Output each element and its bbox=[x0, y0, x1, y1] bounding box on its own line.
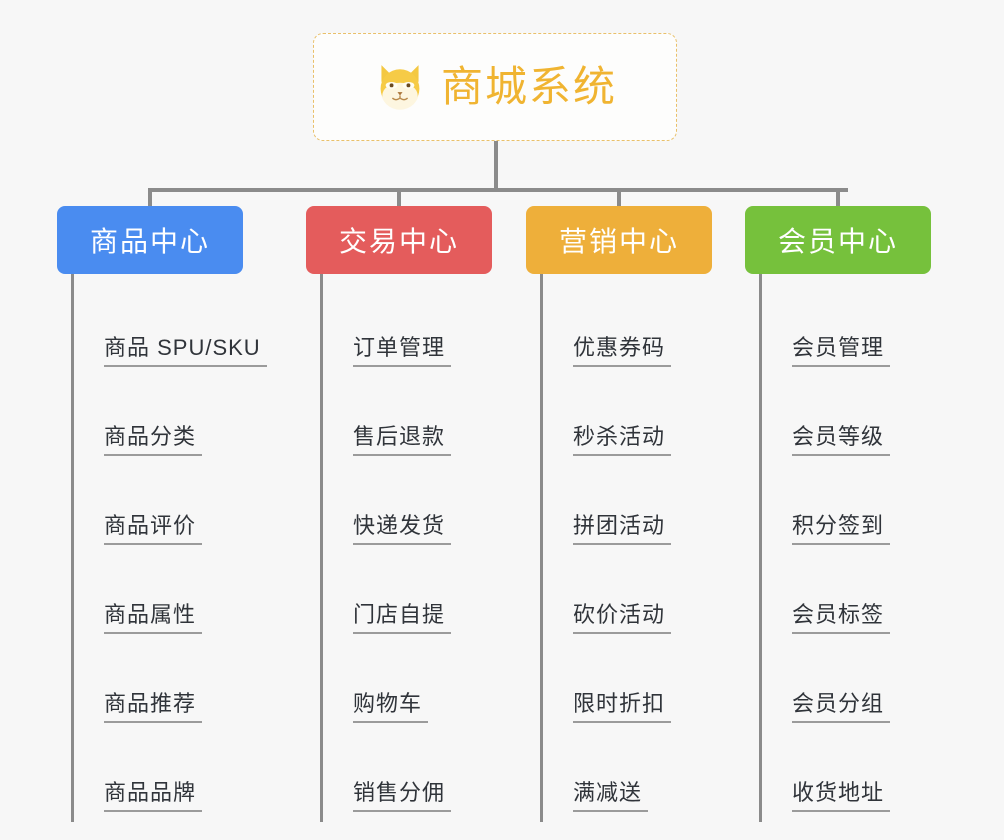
sub-item-list-3: 会员管理 会员等级 积分签到 会员标签 会员分组 收货地址 bbox=[759, 274, 962, 822]
sub-item-list-0: 商品 SPU/SKU 商品分类 商品评价 商品属性 商品推荐 商品品牌 bbox=[71, 274, 274, 822]
sub-item-label: 限时折扣 bbox=[573, 692, 672, 723]
list-item[interactable]: 会员分组 bbox=[762, 644, 962, 733]
branch-column-1: 交易中心 订单管理 售后退款 快递发货 门店自提 购物车 销售分佣 bbox=[306, 206, 492, 822]
list-item[interactable]: 积分签到 bbox=[762, 466, 962, 555]
list-item[interactable]: 订单管理 bbox=[323, 288, 523, 377]
list-item[interactable]: 收货地址 bbox=[762, 733, 962, 822]
sub-item-label: 会员管理 bbox=[792, 336, 891, 367]
connector-drop-2 bbox=[617, 188, 621, 208]
category-box-2[interactable]: 营销中心 bbox=[526, 206, 712, 274]
category-box-0[interactable]: 商品中心 bbox=[57, 206, 243, 274]
category-label-1: 交易中心 bbox=[338, 226, 459, 257]
root-title: 商城系统 bbox=[440, 63, 617, 110]
sub-item-list-2: 优惠券码 秒杀活动 拼团活动 砍价活动 限时折扣 满减送 bbox=[540, 274, 743, 822]
list-item[interactable]: 销售分佣 bbox=[323, 733, 523, 822]
sub-item-label: 商品品牌 bbox=[104, 781, 203, 812]
category-box-1[interactable]: 交易中心 bbox=[306, 206, 492, 274]
sub-item-label: 门店自提 bbox=[353, 603, 452, 634]
sub-item-label: 商品属性 bbox=[104, 603, 203, 634]
list-item[interactable]: 商品分类 bbox=[74, 377, 274, 466]
branch-column-3: 会员中心 会员管理 会员等级 积分签到 会员标签 会员分组 收货地址 bbox=[745, 206, 931, 822]
list-item[interactable]: 秒杀活动 bbox=[543, 377, 743, 466]
connector-drop-3 bbox=[836, 188, 840, 208]
list-item[interactable]: 售后退款 bbox=[323, 377, 523, 466]
list-item[interactable]: 商品推荐 bbox=[74, 644, 274, 733]
list-item[interactable]: 商品品牌 bbox=[74, 733, 274, 822]
sub-item-list-1: 订单管理 售后退款 快递发货 门店自提 购物车 销售分佣 bbox=[320, 274, 523, 822]
list-item[interactable]: 会员管理 bbox=[762, 288, 962, 377]
branch-column-0: 商品中心 商品 SPU/SKU 商品分类 商品评价 商品属性 商品推荐 商品品牌 bbox=[57, 206, 267, 822]
shiba-dog-icon bbox=[380, 65, 420, 110]
sub-item-label: 快递发货 bbox=[353, 514, 452, 545]
list-item[interactable]: 门店自提 bbox=[323, 555, 523, 644]
sub-item-label: 砍价活动 bbox=[573, 603, 672, 634]
list-item[interactable]: 购物车 bbox=[323, 644, 523, 733]
connector-stem bbox=[494, 141, 498, 190]
list-item[interactable]: 限时折扣 bbox=[543, 644, 743, 733]
sub-item-label: 拼团活动 bbox=[573, 514, 672, 545]
list-item[interactable]: 会员标签 bbox=[762, 555, 962, 644]
sub-item-label: 积分签到 bbox=[792, 514, 891, 545]
sub-item-label: 商品 SPU/SKU bbox=[104, 336, 267, 367]
connector-bus bbox=[148, 188, 848, 192]
sub-item-label: 销售分佣 bbox=[353, 781, 452, 812]
list-item[interactable]: 商品 SPU/SKU bbox=[74, 288, 274, 377]
sub-item-label: 收货地址 bbox=[792, 781, 891, 812]
sub-item-label: 商品推荐 bbox=[104, 692, 203, 723]
sub-item-label: 商品评价 bbox=[104, 514, 203, 545]
sub-item-label: 订单管理 bbox=[353, 336, 452, 367]
list-item[interactable]: 优惠券码 bbox=[543, 288, 743, 377]
sub-item-label: 会员等级 bbox=[792, 425, 891, 456]
sub-item-label: 商品分类 bbox=[104, 425, 203, 456]
list-item[interactable]: 会员等级 bbox=[762, 377, 962, 466]
sub-item-label: 满减送 bbox=[573, 781, 649, 812]
category-label-2: 营销中心 bbox=[558, 226, 679, 257]
list-item[interactable]: 拼团活动 bbox=[543, 466, 743, 555]
sub-item-label: 售后退款 bbox=[353, 425, 452, 456]
branch-column-2: 营销中心 优惠券码 秒杀活动 拼团活动 砍价活动 限时折扣 满减送 bbox=[526, 206, 712, 822]
root-node-card[interactable]: 商城系统 bbox=[313, 33, 677, 141]
list-item[interactable]: 商品属性 bbox=[74, 555, 274, 644]
list-item[interactable]: 满减送 bbox=[543, 733, 743, 822]
connector-drop-0 bbox=[148, 188, 152, 208]
sub-item-label: 秒杀活动 bbox=[573, 425, 672, 456]
sub-item-label: 会员分组 bbox=[792, 692, 891, 723]
category-label-0: 商品中心 bbox=[89, 226, 210, 257]
list-item[interactable]: 商品评价 bbox=[74, 466, 274, 555]
sub-item-label: 会员标签 bbox=[792, 603, 891, 634]
category-box-3[interactable]: 会员中心 bbox=[745, 206, 931, 274]
list-item[interactable]: 砍价活动 bbox=[543, 555, 743, 644]
list-item[interactable]: 快递发货 bbox=[323, 466, 523, 555]
sub-item-label: 购物车 bbox=[353, 692, 429, 723]
category-label-3: 会员中心 bbox=[777, 226, 898, 257]
connector-drop-1 bbox=[397, 188, 401, 208]
sub-item-label: 优惠券码 bbox=[573, 336, 672, 367]
